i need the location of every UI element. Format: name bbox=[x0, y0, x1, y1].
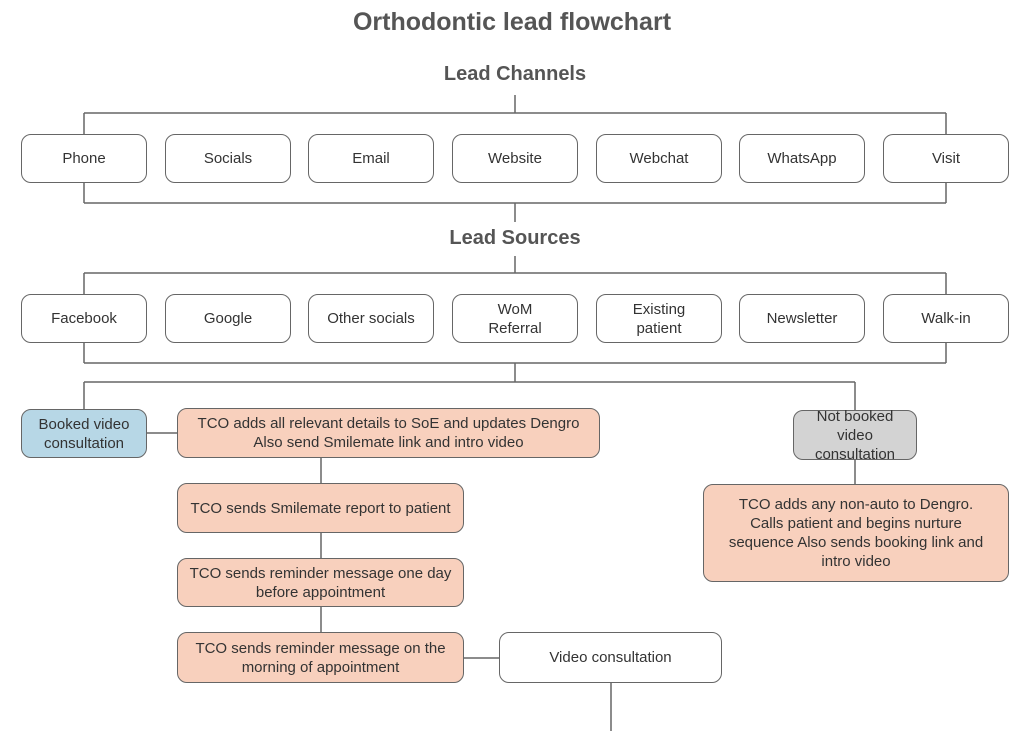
channel-webchat: Webchat bbox=[596, 134, 722, 183]
not-booked-video-consultation: Not booked video consultation bbox=[793, 408, 917, 463]
channel-phone: Phone bbox=[21, 134, 147, 183]
channel-visit: Visit bbox=[883, 134, 1009, 183]
step-reminder-day-before: TCO sends reminder message one day befor… bbox=[177, 558, 464, 607]
source-newsletter: Newsletter bbox=[739, 294, 865, 343]
video-consultation: Video consultation bbox=[499, 632, 722, 683]
source-wom-referral: WoM Referral bbox=[452, 294, 578, 343]
channel-website: Website bbox=[452, 134, 578, 183]
source-existing-patient: Existing patient bbox=[596, 294, 722, 343]
source-walk-in: Walk-in bbox=[883, 294, 1009, 343]
channel-email: Email bbox=[308, 134, 434, 183]
step-adds-details: TCO adds all relevant details to SoE and… bbox=[177, 408, 600, 458]
source-facebook: Facebook bbox=[21, 294, 147, 343]
channel-socials: Socials bbox=[165, 134, 291, 183]
source-google: Google bbox=[165, 294, 291, 343]
page-title: Orthodontic lead flowchart bbox=[352, 8, 672, 36]
step-reminder-morning: TCO sends reminder message on the mornin… bbox=[177, 632, 464, 683]
heading-lead-channels: Lead Channels bbox=[443, 63, 587, 85]
source-other-socials: Other socials bbox=[308, 294, 434, 343]
heading-lead-sources: Lead Sources bbox=[449, 227, 581, 249]
channel-whatsapp: WhatsApp bbox=[739, 134, 865, 183]
step-nurture-sequence: TCO adds any non-auto to Dengro. Calls p… bbox=[703, 484, 1009, 582]
booked-video-consultation: Booked video consultation bbox=[21, 409, 147, 458]
step-smilemate-report: TCO sends Smilemate report to patient bbox=[177, 483, 464, 533]
